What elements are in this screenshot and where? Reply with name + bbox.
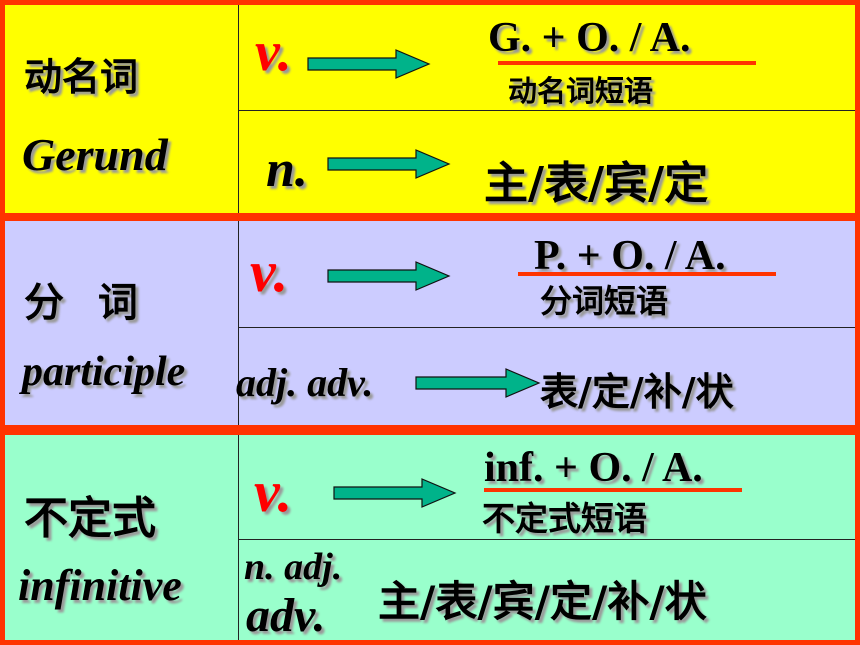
participle-functions: 表/定/补/状 <box>540 370 734 414</box>
gerund-noun-pos: n. <box>266 141 308 198</box>
gerund-section <box>0 0 860 218</box>
gerund-functions: 主/表/宾/定 <box>484 158 709 209</box>
infinitive-functions: 主/表/宾/定/补/状 <box>378 577 707 626</box>
gerund-phrase-cn: 动名词短语 <box>508 74 654 108</box>
infinitive-phrase-formula: inf. + O. / A. <box>484 445 703 491</box>
formula-underline <box>484 488 742 492</box>
column-divider <box>238 435 239 640</box>
formula-underline <box>498 61 756 65</box>
arrow-right-icon <box>307 49 431 79</box>
row-divider <box>238 110 855 111</box>
gerund-phrase-formula: G. + O. / A. <box>488 15 691 61</box>
column-divider <box>238 5 239 213</box>
participle-verb-pos: v. <box>250 239 289 304</box>
gerund-verb-pos: v. <box>255 21 292 83</box>
infinitive-en-label: infinitive <box>18 561 182 610</box>
participle-adj-adv-pos: adj. adv. <box>236 360 374 405</box>
infinitive-cn-label: 不定式 <box>24 493 156 544</box>
column-divider <box>238 221 239 425</box>
gerund-en-label: Gerund <box>22 129 168 180</box>
infinitive-phrase-cn: 不定式短语 <box>482 499 647 538</box>
participle-en-label: participle <box>22 349 186 395</box>
arrow-right-icon <box>415 368 541 398</box>
row-divider <box>238 327 855 328</box>
infinitive-noun-adj-pos: n. adj. <box>244 546 343 588</box>
participle-phrase-formula: P. + O. / A. <box>534 233 726 279</box>
arrow-right-icon <box>333 478 457 508</box>
participle-phrase-cn: 分词短语 <box>540 282 669 320</box>
participle-cn-label: 分 词 <box>24 280 138 326</box>
infinitive-verb-pos: v. <box>254 459 293 524</box>
participle-section <box>0 216 860 430</box>
formula-underline <box>518 272 776 276</box>
infinitive-adv-pos: adv. <box>246 589 326 642</box>
arrow-right-icon <box>327 261 451 291</box>
arrow-right-icon <box>327 149 451 179</box>
infinitive-section <box>0 430 860 645</box>
gerund-cn-label: 动名词 <box>24 55 139 99</box>
row-divider <box>238 539 855 540</box>
